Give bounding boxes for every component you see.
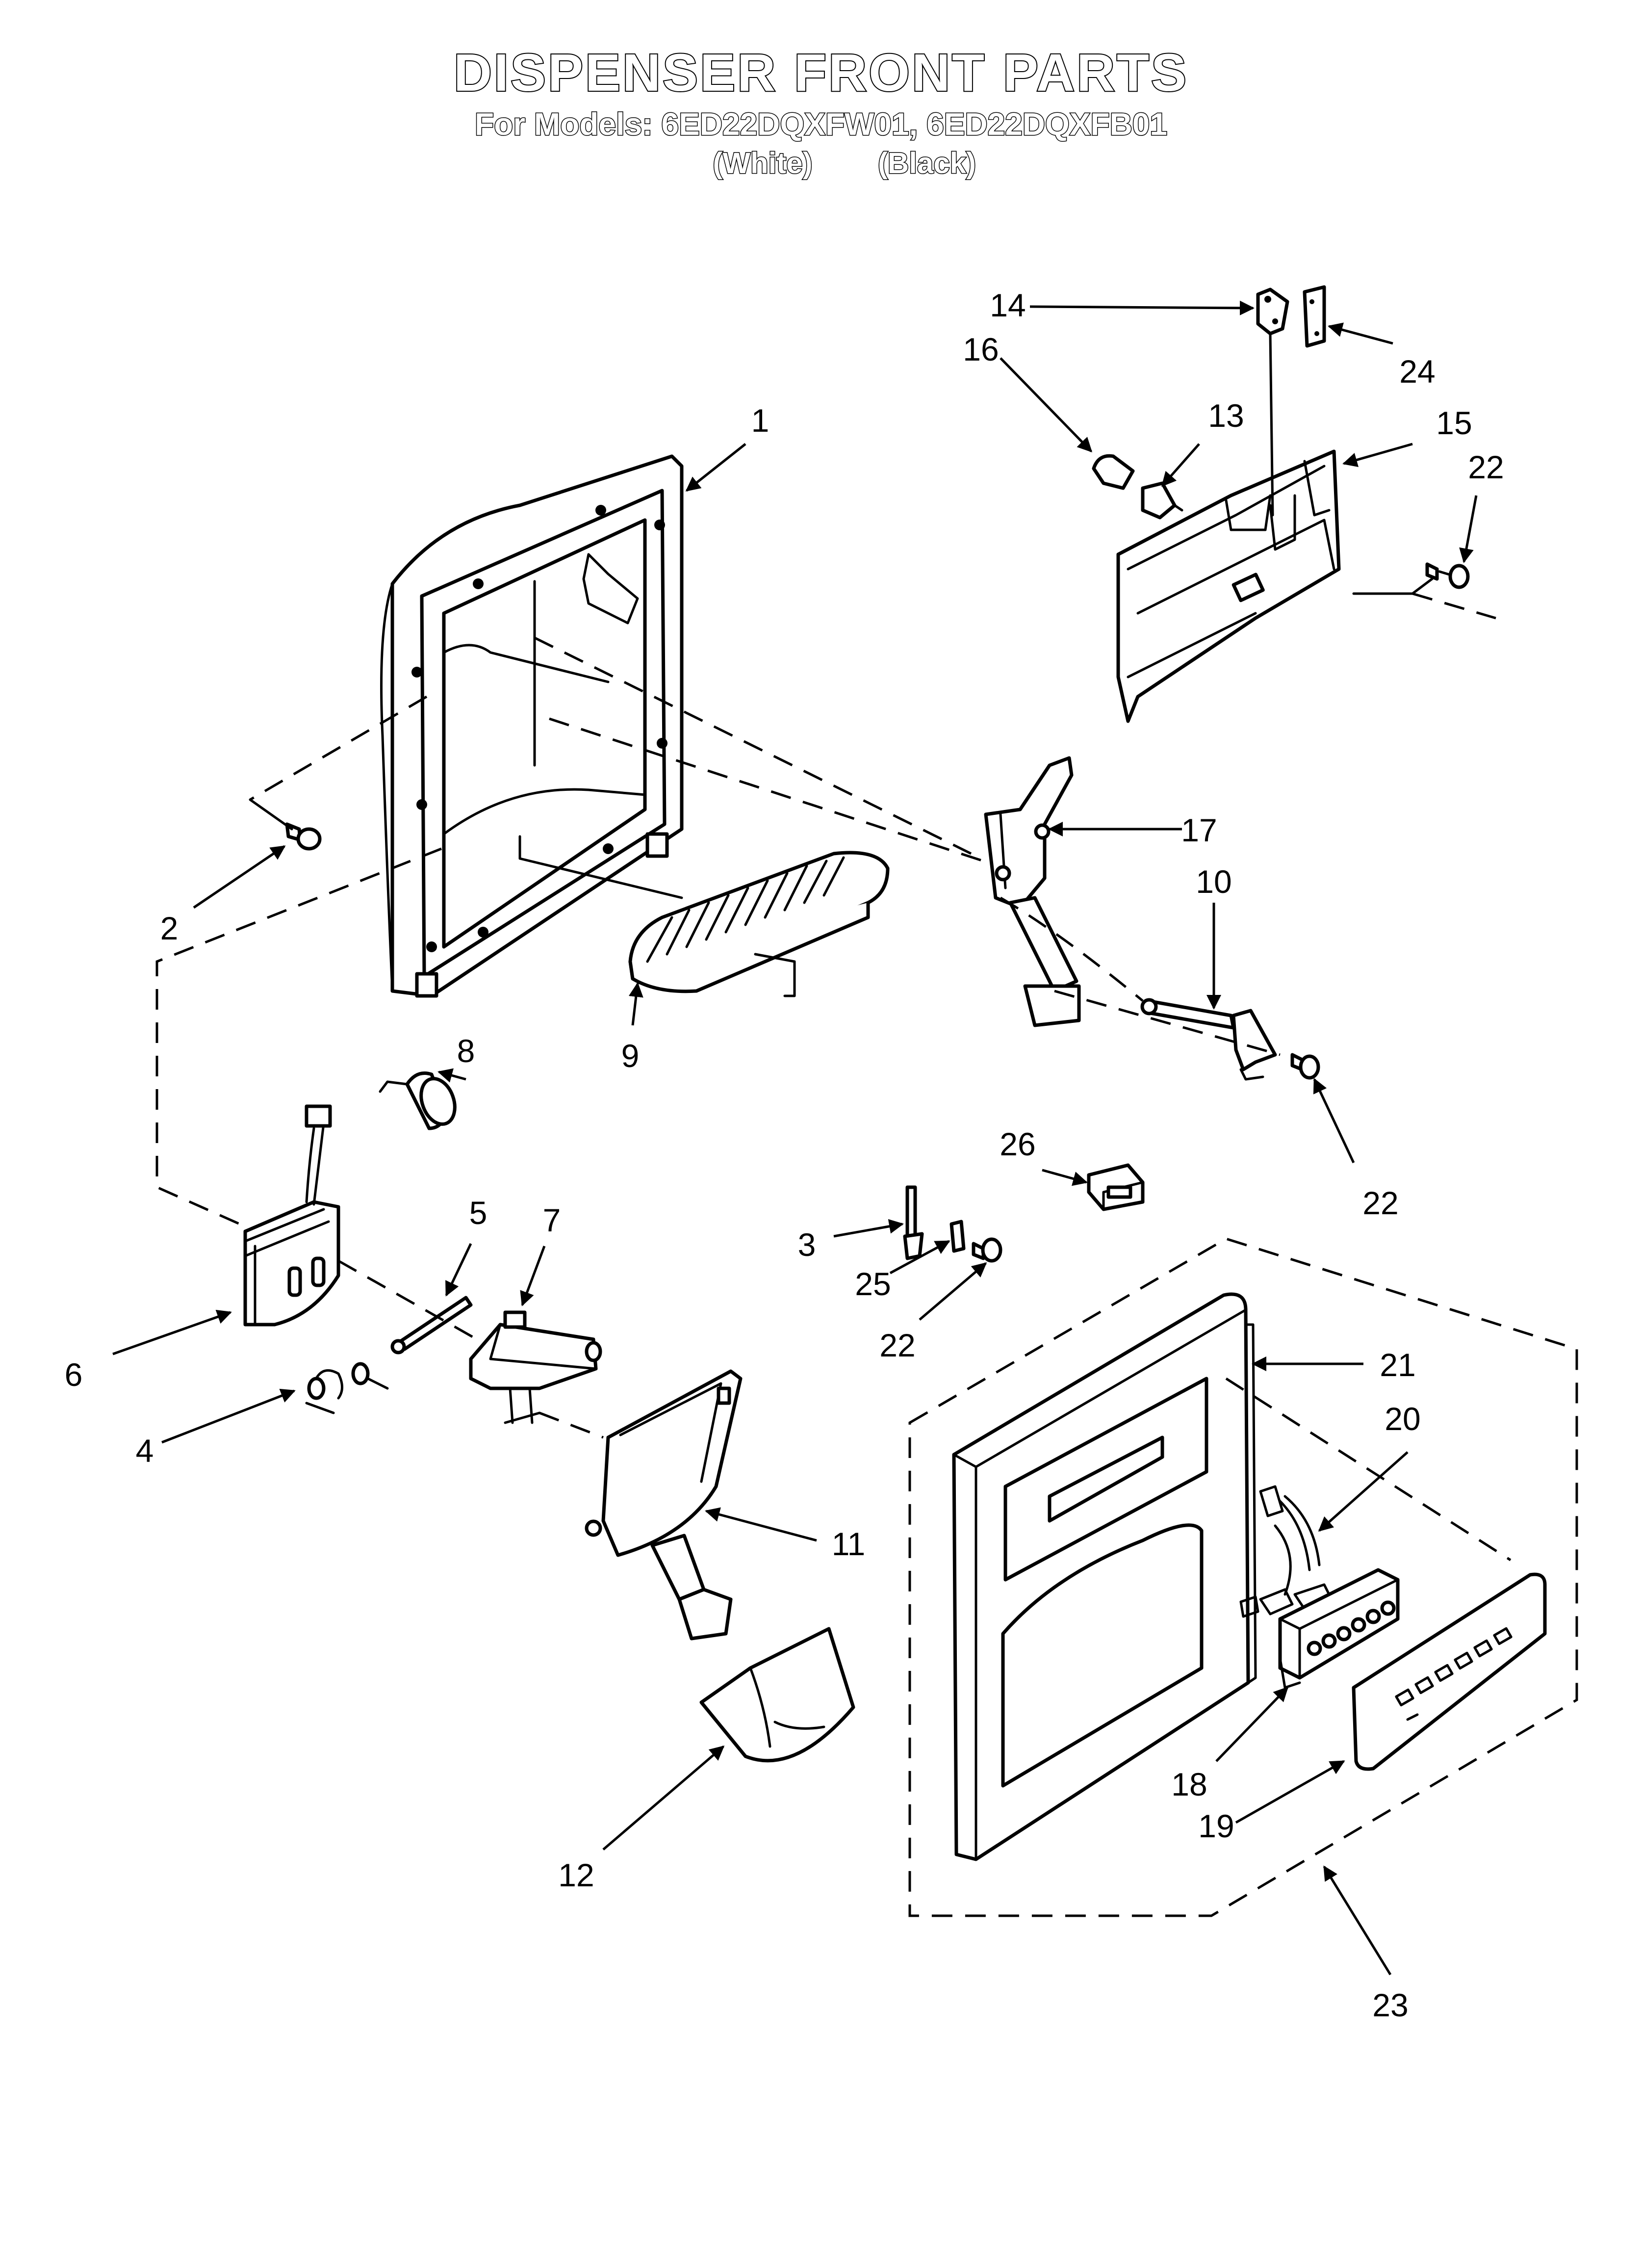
part-14-switch [1256, 287, 1289, 336]
callout-22-bracket: 22 [1468, 449, 1504, 485]
color-white-label: (White) [713, 147, 812, 180]
part-26-connector [1087, 1163, 1145, 1211]
callout-2: 2 [160, 910, 179, 946]
callout-17: 17 [1181, 812, 1217, 848]
part-1-housing [380, 454, 684, 998]
part-22-screw-c [1425, 562, 1470, 589]
callout-6: 6 [65, 1356, 83, 1393]
callout-1: 1 [751, 402, 770, 439]
part-25-plate [949, 1220, 966, 1253]
callout-4: 4 [136, 1433, 154, 1469]
callout-12: 12 [558, 1857, 594, 1893]
callout-15: 15 [1436, 405, 1472, 441]
callout-5: 5 [469, 1195, 487, 1231]
part-21-front-panel [952, 1292, 1257, 1861]
part-22-screw-a [1290, 1053, 1320, 1080]
callout-16: 16 [963, 331, 999, 367]
part-16-bulb [1092, 454, 1135, 490]
part-4-spring [305, 1362, 389, 1414]
part-13-socket [1141, 481, 1183, 520]
part-3-clip [903, 1185, 924, 1260]
part-5-pin [390, 1296, 473, 1355]
callout-21: 21 [1380, 1347, 1415, 1383]
part-11-chute-door [585, 1369, 743, 1641]
part-22-screw-b [972, 1237, 1002, 1263]
part-7-actuator [469, 1310, 602, 1424]
part-18-control-board [1278, 1568, 1400, 1689]
callout-26: 26 [1000, 1126, 1035, 1162]
callout-25: 25 [855, 1266, 891, 1302]
callout-23: 23 [1372, 1987, 1408, 2023]
callout-24: 24 [1399, 353, 1435, 390]
part-12-funnel [699, 1627, 855, 1763]
callout-7: 7 [543, 1202, 561, 1238]
part-9-drip-tray [628, 851, 890, 993]
callout-22-clip: 22 [879, 1327, 915, 1363]
part-10-water-arm [1140, 998, 1277, 1081]
callout-8: 8 [457, 1033, 475, 1069]
callout-14: 14 [990, 287, 1026, 323]
callout-18: 18 [1171, 1766, 1207, 1802]
callout-9: 9 [621, 1038, 640, 1074]
part-17-lever [984, 756, 1081, 1027]
part-6-solenoid [243, 1104, 340, 1327]
part-19-overlay [1352, 1572, 1547, 1771]
color-black-label: (Black) [878, 147, 976, 180]
models-line: For Models: 6ED22DQXFW01, 6ED22DQXFB01 [475, 106, 1167, 142]
callout-20: 20 [1385, 1401, 1420, 1437]
part-15-module-bracket [1116, 449, 1341, 723]
assembly-lines [155, 332, 1512, 1562]
page-title: DISPENSER FRONT PARTS [454, 43, 1188, 102]
callout-3: 3 [798, 1226, 816, 1263]
kit-23-outline [908, 1237, 1578, 1917]
part-24-insulator [1303, 285, 1326, 348]
callout-labels: 1 2 3 4 5 6 7 8 9 10 11 12 13 14 15 16 1… [65, 287, 1504, 2023]
callout-10: 10 [1196, 863, 1232, 900]
part-2-screw [285, 822, 322, 851]
callout-11: 11 [832, 1526, 866, 1562]
part-8-motor [379, 1071, 457, 1130]
callout-13: 13 [1208, 397, 1244, 434]
leader-lines [112, 300, 1478, 1976]
callout-22-arm: 22 [1362, 1185, 1398, 1221]
callout-19: 19 [1198, 1808, 1234, 1844]
